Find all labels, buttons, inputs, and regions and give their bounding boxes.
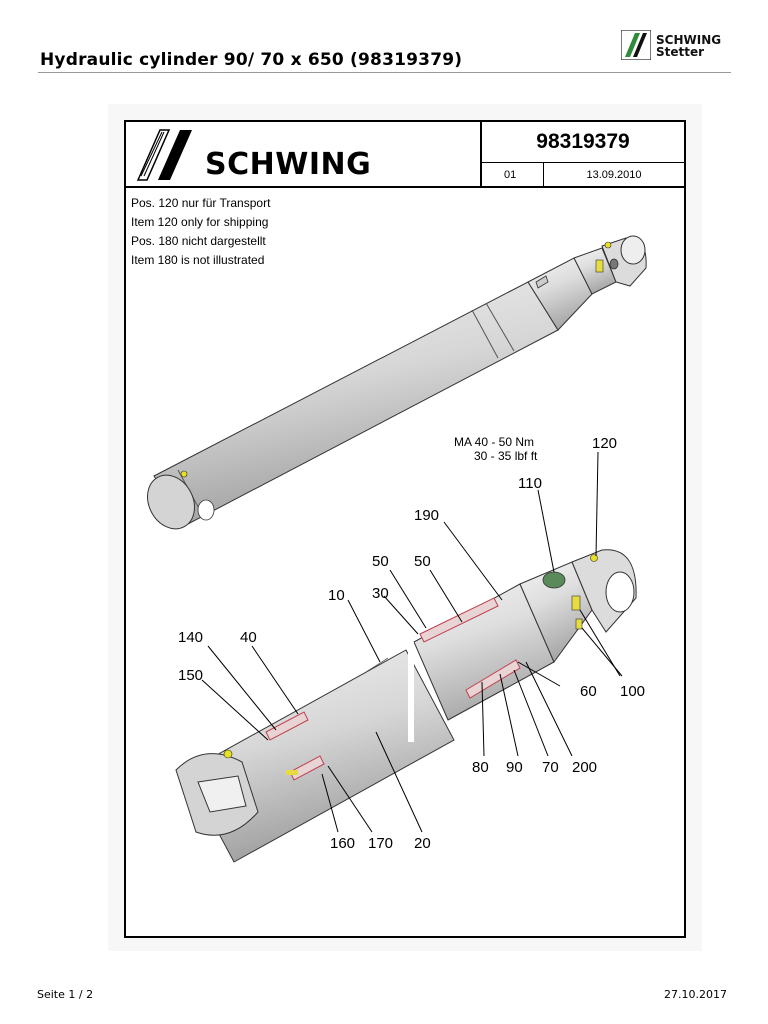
note-line: Item 180 is not illustrated [131, 253, 265, 267]
note-line: Item 120 only for shipping [131, 215, 269, 229]
item-label: 140 [178, 629, 203, 646]
item-label: 160 [330, 835, 355, 852]
item-label: 170 [368, 835, 393, 852]
item-label: 60 [580, 683, 597, 700]
brand-logo: SCHWING Stetter [621, 30, 731, 64]
date-cell: 13.09.2010 [544, 163, 684, 188]
assembled-cylinder [147, 235, 647, 530]
cylinder-drawing: MA 40 - 50 Nm 30 - 35 lbf ft 120 110 190… [147, 235, 647, 863]
brand-line2: Stetter [656, 45, 705, 59]
sectioned-cylinder [175, 549, 637, 863]
torque-line-1: MA 40 - 50 Nm [454, 435, 534, 449]
item-label: 120 [592, 435, 617, 452]
item-label: 200 [572, 759, 597, 776]
item-label: 70 [542, 759, 559, 776]
torque-line-2: 30 - 35 lbf ft [474, 449, 538, 463]
footer-page-number: Seite 1 / 2 [37, 988, 94, 1001]
item-label: 80 [472, 759, 489, 776]
note-line: Pos. 120 nur für Transport [131, 196, 271, 210]
schwing-logo-icon [136, 129, 192, 181]
item-label: 10 [328, 587, 345, 604]
item-label: 50 [372, 553, 389, 570]
doc-number: 98319379 [536, 130, 630, 153]
item-label: 190 [414, 507, 439, 524]
note-line: Pos. 180 nicht dargestellt [131, 234, 266, 248]
item-label: 150 [178, 667, 203, 684]
item-label: 30 [372, 585, 389, 602]
title-block-logo: SCHWING [126, 122, 482, 188]
item-label: 110 [518, 475, 542, 492]
page-title: Hydraulic cylinder 90/ 70 x 650 (9831937… [40, 50, 463, 70]
schwing-stetter-logo-icon [621, 30, 651, 60]
leader-lines [201, 451, 623, 833]
item-label: 20 [414, 835, 431, 852]
item-label: 40 [240, 629, 257, 646]
header-divider [38, 72, 731, 73]
item-label: 50 [414, 553, 431, 570]
sheet-logo-text: SCHWING [205, 147, 372, 182]
footer-date: 27.10.2017 [664, 988, 727, 1001]
item-label: 100 [620, 683, 645, 700]
item-label: 90 [506, 759, 523, 776]
revision-cell: 01 [482, 163, 544, 188]
doc-number-cell: 98319379 [482, 122, 684, 163]
drawing-sheet: SCHWING 98319379 01 13.09.2010 Pos. 120 … [124, 120, 686, 938]
notes-block: Pos. 120 nur für Transport Item 120 only… [131, 194, 270, 270]
brand-line1: SCHWING [656, 33, 722, 47]
